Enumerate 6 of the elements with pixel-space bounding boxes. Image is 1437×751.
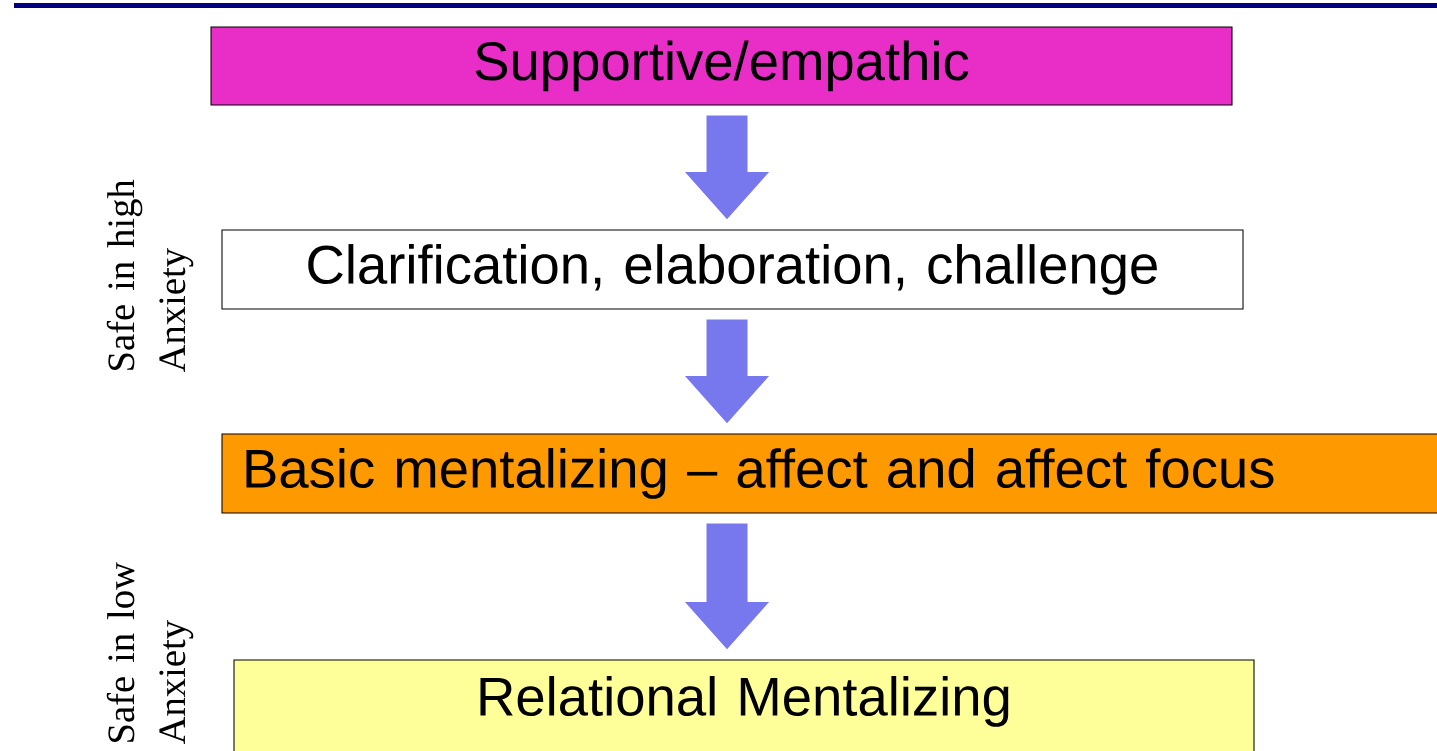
side-label: Safe in high Anxiety xyxy=(106,179,194,373)
process-box: Clarification, elaboration, challenge xyxy=(221,229,1244,310)
process-box: Supportive/empathic xyxy=(210,26,1233,106)
process-box: Relational Mentalizing xyxy=(233,659,1255,751)
process-box: Basic mentalizing – affect and affect focus xyxy=(221,433,1437,514)
side-label: Safe in low Anxiety xyxy=(106,562,194,745)
